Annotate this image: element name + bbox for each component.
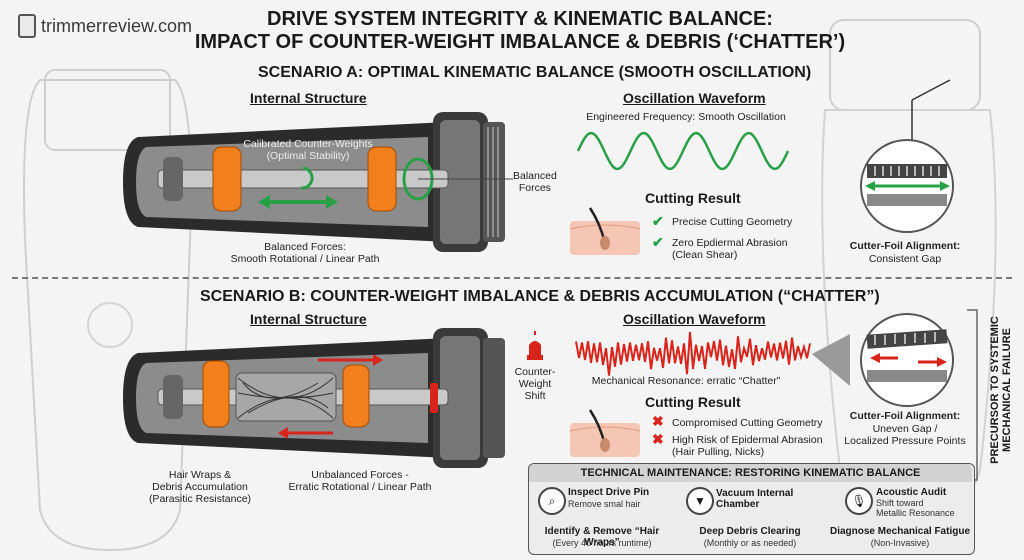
maint-action-2-title: Deep Debris Clearing: [699, 526, 801, 537]
scenario-b-heading: SCENARIO B: COUNTER-WEIGHT IMBALANCE & D…: [200, 288, 880, 305]
maint-action-1-title: Identify & Remove “Hair Wraps”: [544, 526, 660, 548]
maint-action-1-sub: (Every 40 hours runtime): [552, 538, 652, 548]
site-logo[interactable]: trimmerreview.com: [18, 14, 192, 38]
hair-wraps-label: Hair Wraps & Debris Accumulation (Parasi…: [148, 469, 252, 505]
logo-text: trimmerreview.com: [41, 15, 193, 36]
cross-icon: ✖: [652, 413, 664, 429]
maint-item-3-sub: Shift toward Metallic Resonance: [876, 498, 955, 518]
skin-hair-icon-a: [569, 207, 641, 255]
shaver-b-internal-diagram: [123, 328, 505, 468]
alignment-a-title: Cutter-Foil Alignment:: [849, 240, 961, 252]
scenario-a-internal-title: Internal Structure: [250, 90, 367, 106]
calibrated-counterweights-label: Calibrated Counter-Weights (Optimal Stab…: [243, 138, 373, 162]
alignment-a-value: Consistent Gap: [868, 253, 942, 265]
maint-action-3-sub: (Non-Invasive): [870, 538, 930, 548]
maint-item-1-sub: Remove smal hair: [568, 499, 641, 509]
alignment-b-value: Uneven Gap / Localized Pressure Points: [844, 423, 966, 447]
magnifier-icon: ⌕: [538, 487, 566, 515]
alignment-b-title: Cutter-Foil Alignment:: [849, 410, 961, 422]
smooth-sine-waveform: [576, 131, 790, 171]
result-a-2: Zero Epdiermal Abrasion (Clean Shear): [672, 237, 788, 261]
check-icon: ✔: [652, 213, 664, 229]
scenario-a-waveform-caption: Engineered Frequency: Smooth Oscillation: [586, 111, 786, 123]
systemic-failure-note: PRECURSOR TO SYSTEMIC MECHANICAL FAILURE: [989, 300, 1013, 480]
maint-item-3-title: Acoustic Audit: [876, 487, 947, 498]
systemic-failure-text: PRECURSOR TO SYSTEMIC MECHANICAL FAILURE: [989, 316, 1013, 464]
counterweight-shift-label: Counter- Weight Shift: [514, 366, 556, 402]
main-title-line2: IMPACT OF COUNTER-WEIGHT IMBALANCE & DEB…: [194, 31, 846, 53]
shaver-a-internal-diagram: [123, 112, 513, 252]
shaver-logo-icon: [18, 14, 36, 38]
balanced-forces-side-label: Balanced Forces: [513, 170, 557, 194]
cutter-foil-closeup-a: [860, 79, 954, 233]
balanced-forces-bottom-label: Balanced Forces: Smooth Rotational / Lin…: [230, 241, 380, 265]
erratic-waveform: [575, 331, 811, 376]
scenario-a-cutting-title: Cutting Result: [645, 190, 741, 206]
scenario-a-heading: SCENARIO A: OPTIMAL KINEMATIC BALANCE (S…: [258, 64, 812, 81]
microphone-icon: 🎙: [845, 487, 873, 515]
main-title-line1: DRIVE SYSTEM INTEGRITY & KINEMATIC BALAN…: [267, 8, 773, 30]
maint-item-1-title: Inspect Drive Pin: [568, 487, 650, 498]
result-a-1: Precise Cutting Geometry: [672, 216, 793, 228]
result-b-1: Compromised Cutting Geometry: [672, 417, 823, 429]
scenario-b-cutting-title: Cutting Result: [645, 394, 741, 410]
alert-beacon-icon: [527, 331, 543, 360]
scenario-a-waveform-title: Oscillation Waveform: [623, 90, 766, 106]
cutter-foil-closeup-b: [812, 313, 954, 407]
skin-hair-icon-b: [569, 409, 641, 457]
maint-action-2-sub: (Monthly or as needed): [703, 538, 797, 548]
scenario-b-internal-title: Internal Structure: [250, 311, 367, 327]
scenario-b-waveform-title: Oscillation Waveform: [623, 311, 766, 327]
unbalanced-forces-label: Unbalanced Forces - Erratic Rotational /…: [288, 469, 432, 493]
cross-icon: ✖: [652, 431, 664, 447]
maint-item-2-title: Vacuum Internal Chamber: [716, 488, 794, 510]
scenario-divider: [12, 277, 1012, 279]
bracket-line: [967, 309, 978, 481]
scenario-b-waveform-caption: Mechanical Resonance: erratic “Chatter”: [591, 375, 781, 387]
check-icon: ✔: [652, 234, 664, 250]
maint-action-3-title: Diagnose Mechanical Fatigue: [829, 526, 971, 537]
result-b-2: High Risk of Epidermal Abrasion (Hair Pu…: [672, 434, 823, 458]
maintenance-heading: TECHNICAL MAINTENANCE: RESTORING KINEMAT…: [529, 464, 972, 482]
vacuum-nozzle-icon: ▼: [686, 487, 714, 515]
